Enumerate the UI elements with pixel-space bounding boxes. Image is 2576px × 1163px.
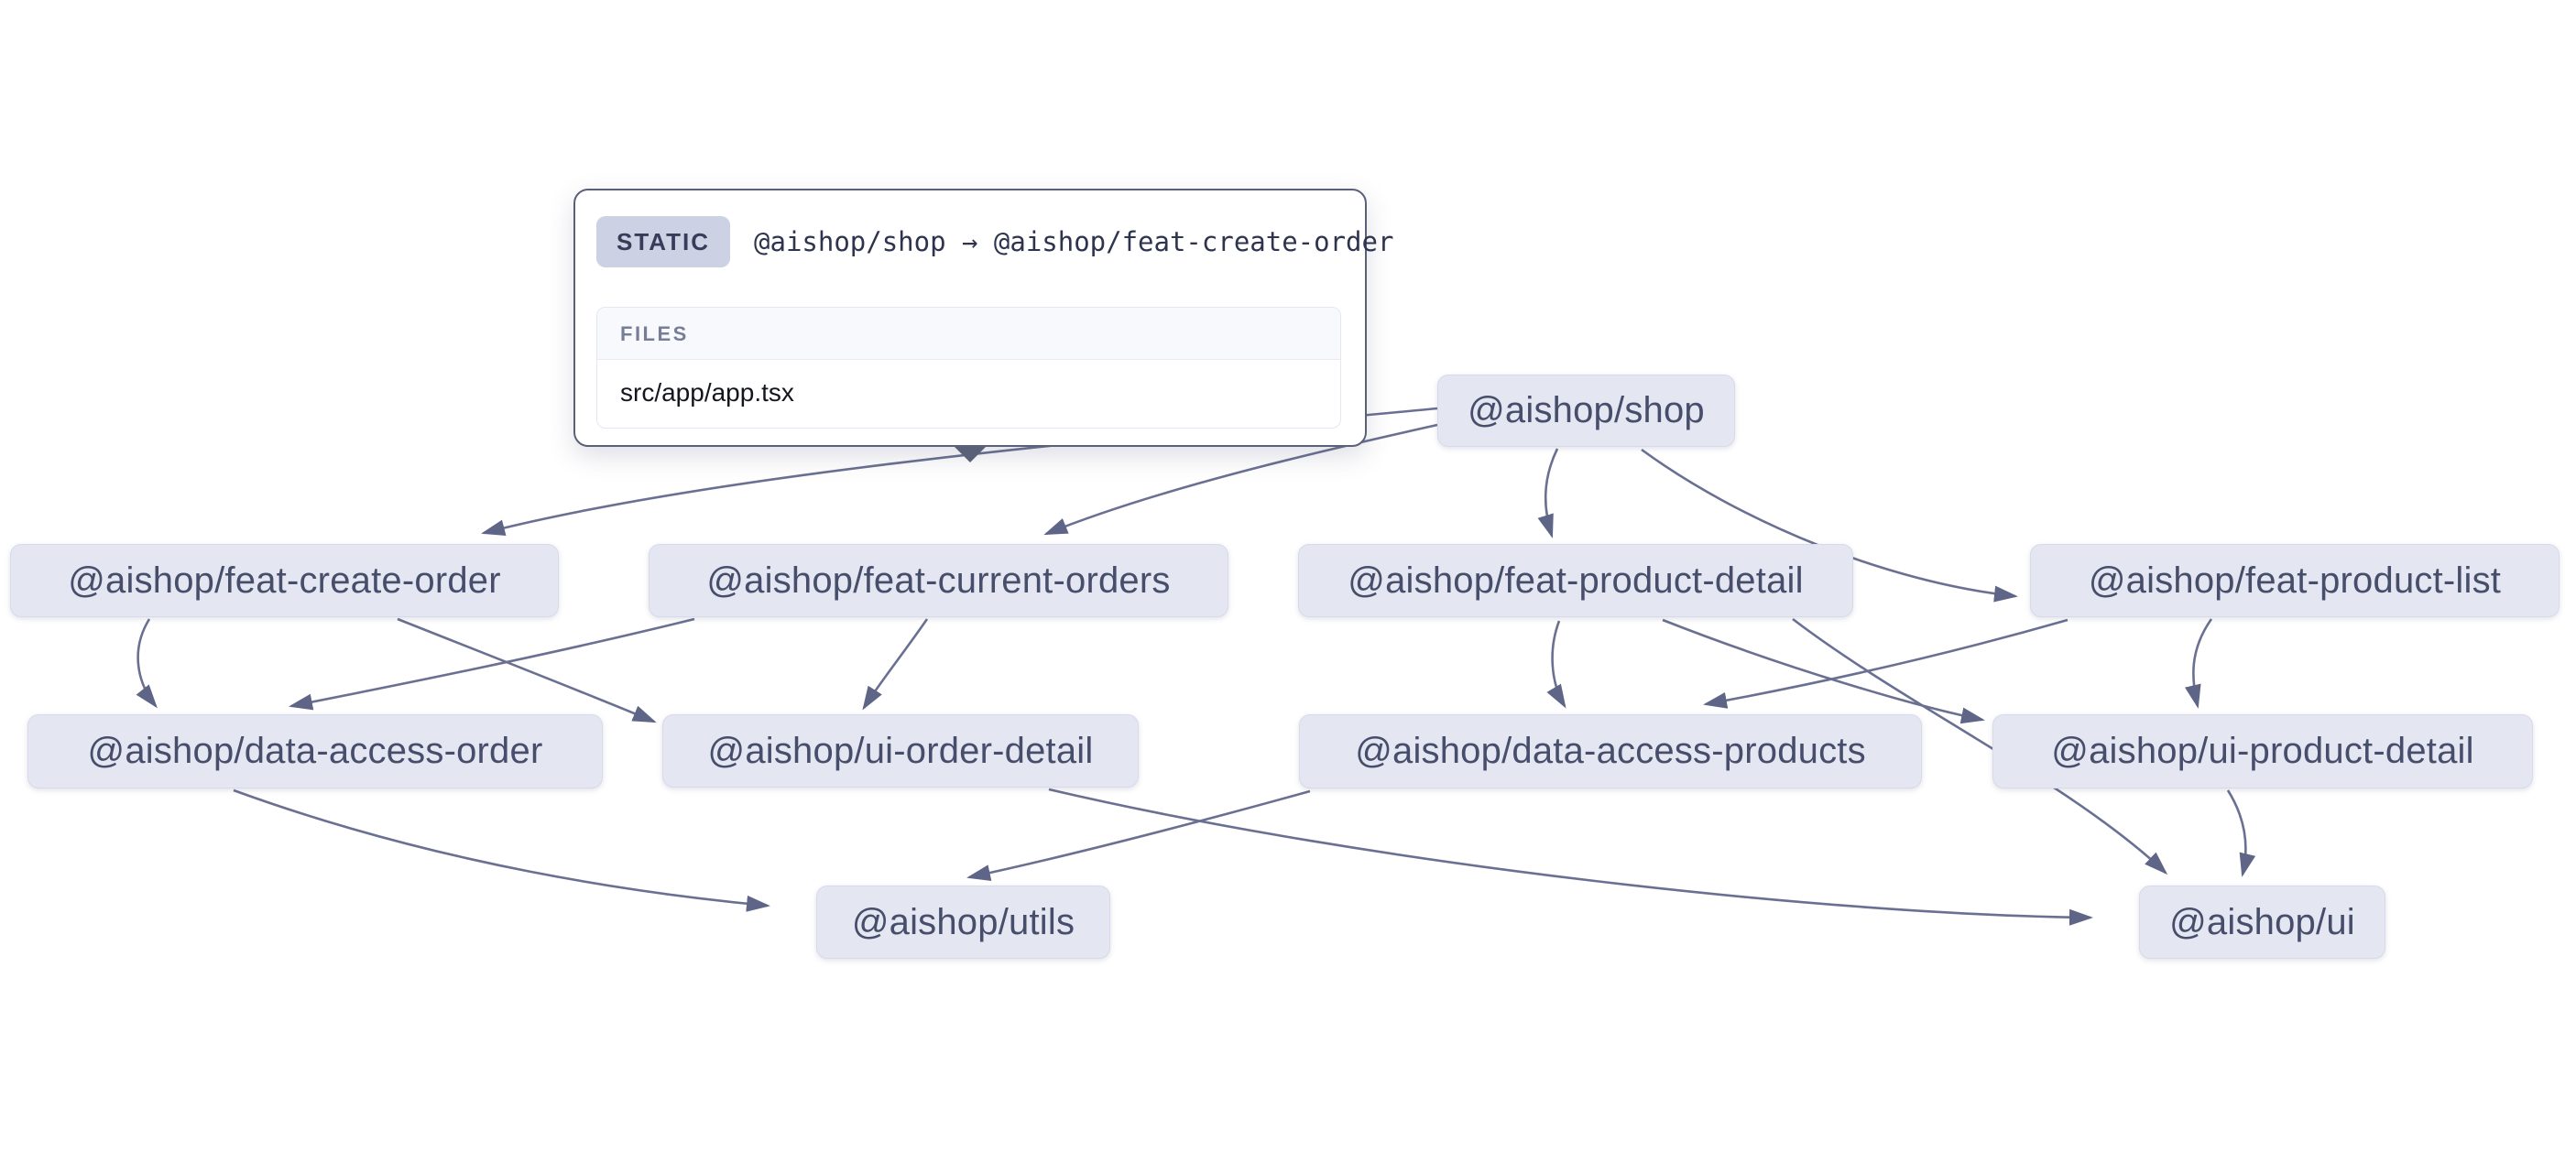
- node-utils[interactable]: @aishop/utils: [816, 886, 1110, 959]
- edge-shop-to-feat-current-orders[interactable]: [1043, 423, 1438, 536]
- edge-feat-product-detail-to-ui[interactable]: [1792, 617, 2168, 875]
- edge-ui-order-detail-to-ui[interactable]: [1048, 788, 2093, 926]
- edge-files-panel: FILES src/app/app.tsx: [596, 307, 1341, 429]
- edge-feat-current-orders-to-ui-order-detail[interactable]: [862, 618, 929, 711]
- edge-tooltip-header: STATIC @aishop/shop → @aishop/feat-creat…: [575, 190, 1393, 267]
- edge-feat-product-detail-to-data-access-products[interactable]: [1546, 620, 1566, 709]
- edge-feat-current-orders-to-data-access-order[interactable]: [289, 617, 695, 711]
- edge-files-label: FILES: [597, 308, 1340, 360]
- edge-shop-to-feat-product-detail[interactable]: [1537, 448, 1559, 538]
- edge-type-badge: STATIC: [596, 216, 731, 267]
- node-feat-product-detail[interactable]: @aishop/feat-product-detail: [1298, 544, 1853, 617]
- edge-feat-create-order-to-ui-order-detail[interactable]: [397, 617, 657, 723]
- edge-feat-product-list-to-ui-product-detail[interactable]: [2185, 618, 2213, 709]
- node-feat-create-order[interactable]: @aishop/feat-create-order: [10, 544, 559, 617]
- edge-feat-create-order-to-data-access-order[interactable]: [136, 618, 158, 709]
- node-ui[interactable]: @aishop/ui: [2139, 886, 2385, 959]
- edge-feat-product-list-to-data-access-products[interactable]: [1703, 618, 2068, 709]
- node-data-access-products[interactable]: @aishop/data-access-products: [1299, 714, 1922, 788]
- node-data-access-order[interactable]: @aishop/data-access-order: [27, 714, 603, 788]
- node-feat-current-orders[interactable]: @aishop/feat-current-orders: [649, 544, 1228, 617]
- edge-data-access-products-to-utils[interactable]: [966, 789, 1311, 881]
- node-ui-product-detail[interactable]: @aishop/ui-product-detail: [1992, 714, 2533, 788]
- node-ui-order-detail[interactable]: @aishop/ui-order-detail: [662, 714, 1139, 788]
- node-feat-product-list[interactable]: @aishop/feat-product-list: [2030, 544, 2560, 617]
- node-shop[interactable]: @aishop/shop: [1437, 375, 1735, 447]
- edge-ui-product-detail-to-ui[interactable]: [2226, 789, 2256, 877]
- edge-tooltip: STATIC @aishop/shop → @aishop/feat-creat…: [573, 189, 1393, 462]
- edge-file-item: src/app/app.tsx: [620, 378, 794, 407]
- tooltip-pointer-icon: [953, 445, 988, 462]
- edge-data-access-order-to-utils[interactable]: [233, 788, 770, 912]
- edge-feat-product-detail-to-ui-product-detail[interactable]: [1662, 618, 1985, 724]
- edge-tooltip-title: @aishop/shop → @aishop/feat-create-order: [754, 226, 1394, 257]
